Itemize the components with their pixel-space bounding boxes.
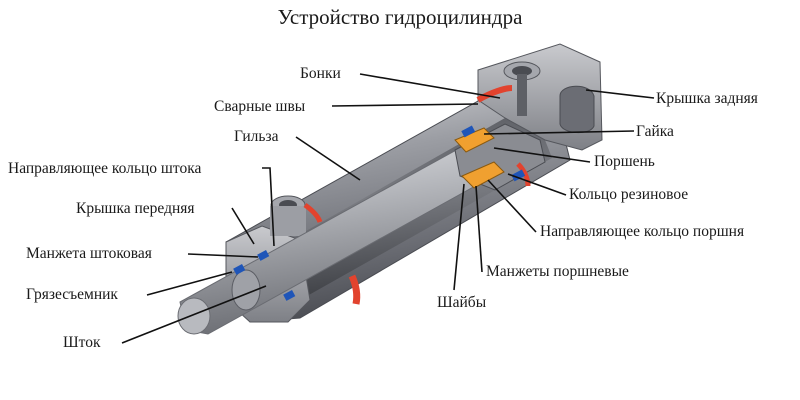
- label-bonki: Бонки: [300, 65, 341, 82]
- label-nut: Гайка: [636, 123, 674, 140]
- rod-end-face: [177, 297, 211, 335]
- weld-sleeve-right: [516, 162, 531, 187]
- seal-piston-2: [511, 169, 526, 182]
- leader-sleeve: [295, 136, 361, 181]
- leader-bonki: [359, 73, 501, 99]
- leader-piston: [493, 147, 591, 163]
- seal-rod-2: [233, 264, 246, 275]
- leader-front-cover: [231, 207, 255, 245]
- label-sleeve: Гильза: [234, 128, 279, 145]
- label-welds: Сварные швы: [214, 98, 306, 115]
- labels: Бонки Сварные швы Гильза Направляющее ко…: [8, 65, 758, 351]
- seal-rod-3: [283, 290, 296, 301]
- label-washers: Шайбы: [437, 294, 487, 311]
- leader-lines: [121, 73, 655, 344]
- label-piston: Поршень: [594, 153, 655, 170]
- rod-collar: [231, 269, 261, 311]
- leader-nut: [483, 130, 635, 135]
- leader-rod-guide: [262, 167, 275, 247]
- label-wiper: Грязесъемник: [26, 286, 118, 303]
- cylinder-illustration: [177, 43, 603, 335]
- weld-rod-band: [348, 274, 361, 305]
- rear-cover-bore: [559, 85, 595, 133]
- label-front-cover: Крышка передняя: [76, 200, 195, 217]
- leader-piston-cuffs: [475, 185, 483, 273]
- leader-rubber-ring: [507, 173, 567, 196]
- diagram-title: Устройство гидроцилиндра: [278, 5, 524, 29]
- label-piston-guide-ring: Направляющее кольцо поршня: [540, 223, 744, 240]
- leader-wiper: [146, 271, 233, 296]
- label-piston-cuffs: Манжеты поршневые: [486, 263, 629, 280]
- label-rear-cover: Крышка задняя: [656, 90, 758, 107]
- front-port-channel: [270, 206, 306, 236]
- label-rod-cuff: Манжета штоковая: [26, 245, 152, 262]
- label-rubber-ring: Кольцо резиновое: [569, 186, 688, 203]
- rear-port-channel: [517, 74, 527, 116]
- leader-rod: [121, 285, 267, 344]
- seal-piston-1: [461, 125, 476, 138]
- leader-rear-cover: [585, 89, 655, 99]
- weld-sleeve-left: [303, 202, 323, 223]
- weld-rear: [476, 85, 513, 103]
- rear-port-hole: [512, 66, 532, 76]
- leader-rod-cuff: [187, 253, 259, 258]
- piston-guide-ring-shape: [461, 161, 505, 189]
- leader-welds: [331, 103, 479, 107]
- label-rod: Шток: [63, 334, 101, 351]
- label-rod-guide-ring: Направляющее кольцо штока: [8, 160, 201, 177]
- seal-rod-1: [257, 250, 270, 261]
- leader-washers: [453, 183, 465, 291]
- leader-piston-guide: [487, 179, 537, 233]
